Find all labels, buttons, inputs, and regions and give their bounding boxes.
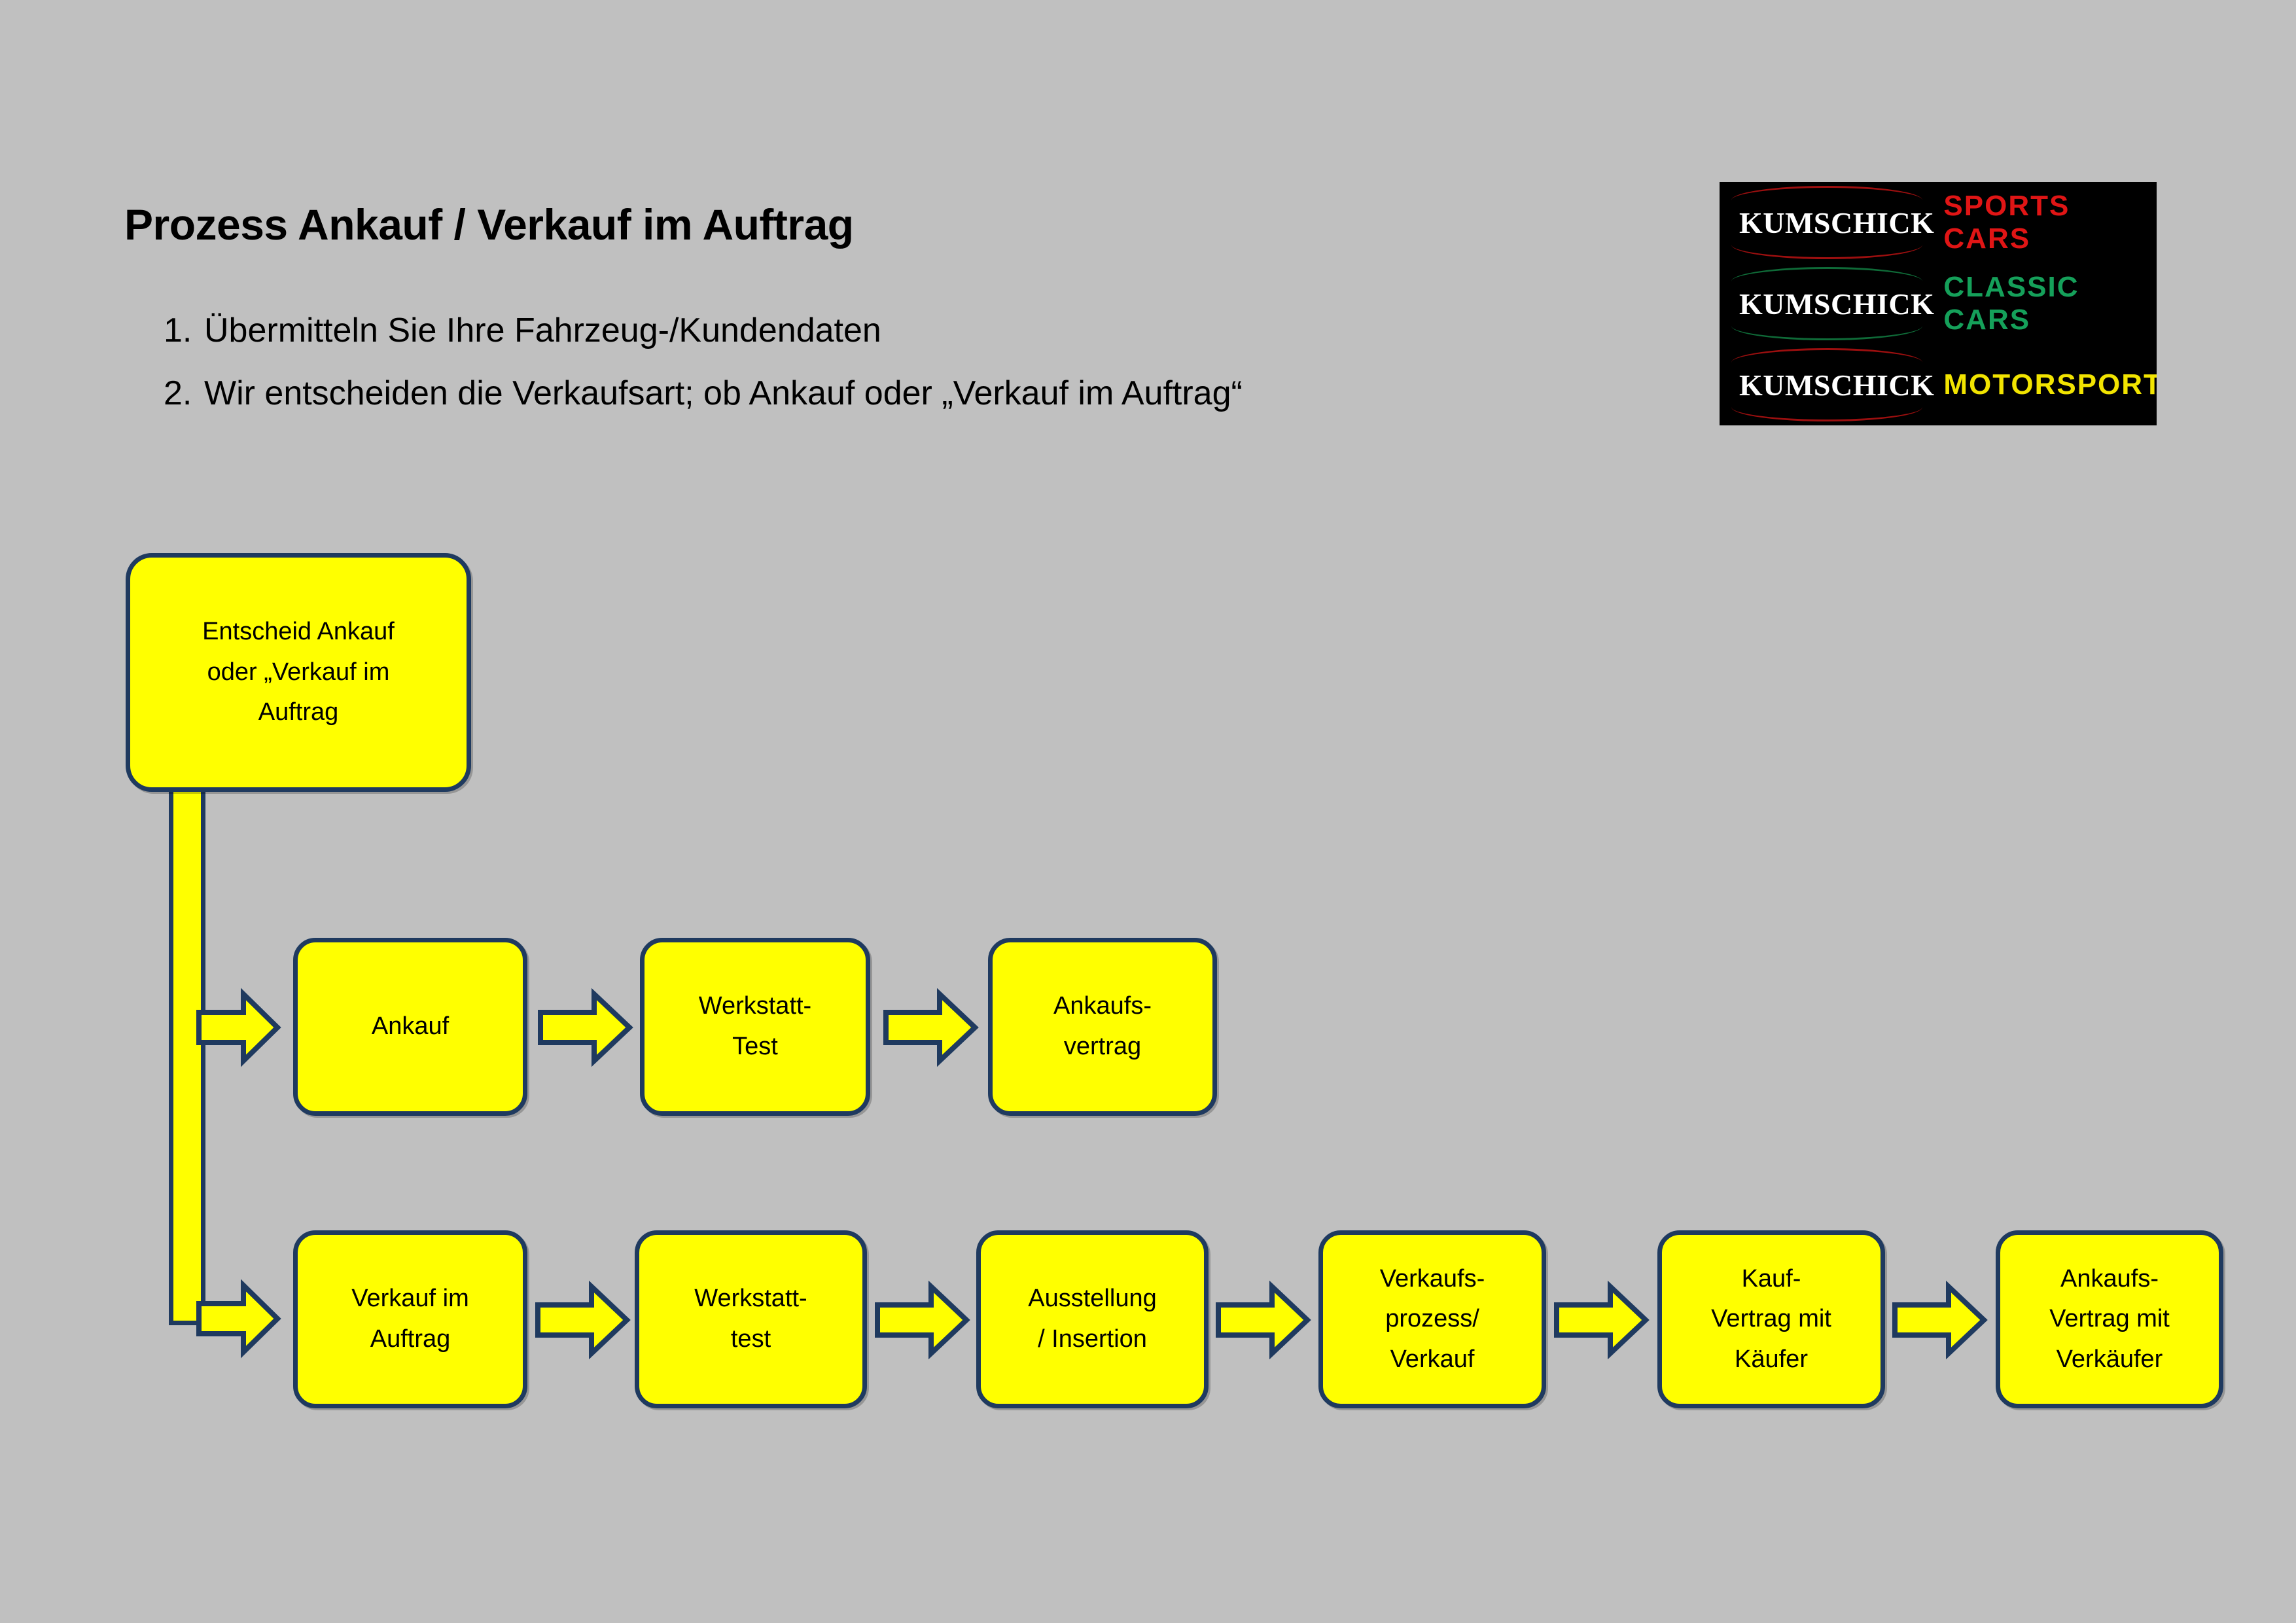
flow-node-werkstatt-test-top[interactable]: Werkstatt- Test	[640, 938, 870, 1116]
flow-node-line: Werkstatt-	[698, 992, 812, 1020]
flow-node-line: Verkauf im	[351, 1285, 469, 1313]
flow-node-line: / Insertion	[1038, 1325, 1147, 1353]
flow-node-kaufvertrag-kaeufer[interactable]: Kauf- Vertrag mit Käufer	[1657, 1230, 1885, 1408]
logo-brand-text: KUMSCHICK	[1739, 368, 1935, 402]
flow-node-line: test	[730, 1325, 771, 1353]
flow-node-line: vertrag	[1063, 1033, 1142, 1060]
flow-node-line: Ankaufs-	[2060, 1264, 2159, 1293]
logo-sub-text: CLASSIC CARS	[1943, 271, 2079, 336]
flow-node-line: Auftrag	[370, 1325, 451, 1353]
flow-node-line: Ankauf	[371, 1012, 450, 1041]
list-item: 2. Wir entscheiden die Verkaufsart; ob A…	[164, 374, 1603, 413]
list-item-number: 2.	[164, 374, 192, 412]
logo-sub-text: MOTORSPORT	[1943, 368, 2157, 401]
flow-arrow-bottom-1	[535, 1277, 631, 1363]
list-item-number: 1.	[164, 312, 192, 349]
flow-arrow-branch-top	[196, 985, 281, 1070]
logo-brand-text: KUMSCHICK	[1739, 287, 1935, 321]
flow-node-line: Ankaufs-	[1053, 992, 1152, 1020]
flow-arrow-bottom-4	[1554, 1277, 1650, 1363]
flow-node-line: Test	[732, 1033, 778, 1060]
logo-arc-icon	[1731, 393, 1922, 421]
flow-node-werkstatt-test-bottom[interactable]: Werkstatt- test	[635, 1230, 867, 1408]
logo-sub-text: SPORTS CARS	[1943, 190, 2070, 255]
logo-row-motorsport: KUMSCHICK MOTORSPORT	[1720, 344, 2157, 425]
company-logo: KUMSCHICK SPORTS CARS KUMSCHICK CLASSIC …	[1720, 182, 2157, 425]
flow-arrow-top-1	[538, 985, 633, 1070]
bullet-list: 1. Übermitteln Sie Ihre Fahrzeug-/Kunden…	[164, 311, 1603, 413]
list-item-text: Wir entscheiden die Verkaufsart; ob Anka…	[204, 374, 1243, 412]
page-title: Prozess Ankauf / Verkauf im Auftrag	[124, 200, 854, 249]
flow-node-verkauf-im-auftrag[interactable]: Verkauf im Auftrag	[293, 1230, 527, 1408]
flow-arrow-top-2	[883, 985, 979, 1070]
flow-arrow-bottom-3	[1216, 1277, 1311, 1363]
flow-node-line: prozess/	[1385, 1305, 1479, 1333]
flow-node-line: Kauf-	[1741, 1264, 1801, 1293]
flow-node-ankaufsvertrag-verkaeufer[interactable]: Ankaufs- Vertrag mit Verkäufer	[1996, 1230, 2223, 1408]
logo-brand-text: KUMSCHICK	[1739, 205, 1935, 240]
logo-arc-icon	[1731, 348, 1922, 377]
logo-arc-icon	[1731, 312, 1922, 340]
logo-row-sports: KUMSCHICK SPORTS CARS	[1720, 182, 2157, 263]
flow-node-decision[interactable]: Entscheid Ankauf oder „Verkauf im Auftra…	[126, 553, 471, 792]
flow-connector-trunk	[169, 782, 205, 1325]
flow-node-line: Ausstellung	[1028, 1285, 1157, 1313]
list-item-text: Übermitteln Sie Ihre Fahrzeug-/Kundendat…	[204, 312, 881, 349]
flow-node-line: Entscheid Ankauf	[202, 618, 395, 646]
flow-arrow-branch-bottom	[196, 1276, 281, 1361]
flow-node-line: Vertrag mit	[1711, 1305, 1831, 1333]
flow-node-line: Vertrag mit	[2049, 1305, 2170, 1333]
flow-arrow-bottom-2	[875, 1277, 970, 1363]
logo-arc-icon	[1731, 230, 1922, 259]
logo-arc-icon	[1731, 267, 1922, 296]
logo-row-classic: KUMSCHICK CLASSIC CARS	[1720, 263, 2157, 344]
flow-node-line: oder „Verkauf im	[207, 658, 390, 686]
list-item: 1. Übermitteln Sie Ihre Fahrzeug-/Kunden…	[164, 311, 1603, 350]
flow-node-ausstellung-insertion[interactable]: Ausstellung / Insertion	[976, 1230, 1209, 1408]
flow-node-line: Werkstatt-	[694, 1285, 807, 1313]
flow-node-line: Verkaufs-	[1379, 1264, 1485, 1293]
flow-node-ankauf[interactable]: Ankauf	[293, 938, 527, 1116]
logo-arc-icon	[1731, 186, 1922, 215]
flow-node-ankaufsvertrag[interactable]: Ankaufs- vertrag	[988, 938, 1217, 1116]
flow-node-line: Auftrag	[258, 698, 339, 726]
flow-node-verkaufsprozess[interactable]: Verkaufs- prozess/ Verkauf	[1318, 1230, 1546, 1408]
flow-node-line: Käufer	[1735, 1345, 1808, 1373]
flow-arrow-bottom-5	[1892, 1277, 1988, 1363]
flow-node-line: Verkäufer	[2056, 1345, 2163, 1373]
flow-node-line: Verkauf	[1390, 1345, 1475, 1373]
